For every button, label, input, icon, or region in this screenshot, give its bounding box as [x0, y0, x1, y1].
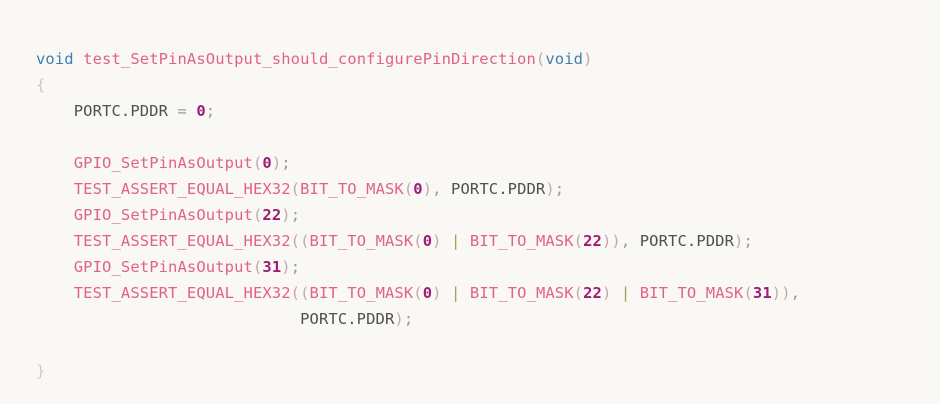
code-token: ( [252, 258, 263, 276]
code-token: (( [290, 232, 310, 250]
code-token [74, 50, 83, 68]
code-token: GPIO_SetPinAsOutput [73, 258, 253, 276]
code-line: GPIO_SetPinAsOutput(22); [36, 202, 940, 228]
code-token: 0 [413, 180, 423, 198]
code-line: TEST_ASSERT_EQUAL_HEX32((BIT_TO_MASK(0) … [36, 228, 940, 254]
code-token: ( [573, 232, 584, 250]
code-token [36, 180, 74, 198]
code-token [187, 102, 196, 120]
code-line: void test_SetPinAsOutput_should_configur… [36, 46, 940, 72]
code-token: ; [554, 180, 565, 198]
code-token: ) [734, 232, 744, 250]
code-token: ) [432, 284, 442, 302]
code-token: 31 [262, 258, 282, 276]
code-token: ( [403, 180, 414, 198]
code-token: TEST_ASSERT_EQUAL_HEX32 [73, 232, 291, 250]
code-token: , [432, 180, 442, 198]
code-token: ( [252, 154, 263, 172]
code-token: , [620, 232, 631, 250]
code-token [36, 258, 74, 276]
code-token: 0 [262, 154, 272, 172]
code-token: ( [413, 284, 423, 302]
code-token: ) [601, 284, 612, 302]
code-token: ; [290, 206, 301, 224]
code-token [460, 284, 469, 302]
code-token [460, 232, 469, 250]
code-token: test_SetPinAsOutput_should_configurePinD… [83, 50, 536, 68]
code-token: ) [545, 180, 555, 198]
code-token: ) [271, 154, 282, 172]
code-token: BIT_TO_MASK [469, 284, 574, 302]
code-token: ( [413, 232, 423, 250]
code-line: PORTC.PDDR = 0; [36, 98, 940, 124]
code-token: PORTC.PDDR [630, 232, 735, 250]
code-token: 22 [583, 232, 602, 250]
code-token: TEST_ASSERT_EQUAL_HEX32 [73, 180, 291, 198]
code-token: ) [281, 258, 291, 276]
code-token [36, 284, 74, 302]
code-token: BIT_TO_MASK [469, 232, 574, 250]
code-token [36, 154, 74, 172]
code-token: PORTC.PDDR [441, 180, 546, 198]
code-token: BIT_TO_MASK [309, 232, 414, 250]
code-token: { [36, 76, 46, 94]
code-token [36, 232, 74, 250]
code-token: = [177, 102, 187, 120]
code-token: ) [281, 206, 291, 224]
code-line: { [36, 72, 940, 98]
code-token: TEST_ASSERT_EQUAL_HEX32 [73, 284, 291, 302]
code-token: ( [743, 284, 753, 302]
code-token: | [451, 284, 461, 302]
code-token: PORTC.PDDR [36, 102, 178, 120]
code-token: | [451, 232, 461, 250]
code-token [442, 284, 451, 302]
code-token [442, 232, 451, 250]
code-token: ( [290, 180, 301, 198]
code-token: PORTC.PDDR [36, 310, 395, 328]
code-token: ; [743, 232, 753, 250]
code-line: TEST_ASSERT_EQUAL_HEX32((BIT_TO_MASK(0) … [36, 280, 940, 306]
code-line: GPIO_SetPinAsOutput(31); [36, 254, 940, 280]
code-token: ; [281, 154, 291, 172]
code-token: 31 [752, 284, 772, 302]
code-token [36, 206, 74, 224]
code-token [611, 284, 620, 302]
code-token: ( [252, 206, 263, 224]
code-token: 22 [262, 206, 282, 224]
code-line [36, 124, 940, 150]
code-token: ) [394, 310, 404, 328]
code-token: ( [535, 50, 546, 68]
code-token: (( [290, 284, 310, 302]
code-token: )) [601, 232, 621, 250]
code-token: ) [432, 232, 442, 250]
code-token: , [790, 284, 801, 302]
code-token: ; [290, 258, 301, 276]
code-token: )) [771, 284, 791, 302]
code-token: ; [205, 102, 216, 120]
code-token: ) [422, 180, 433, 198]
code-token: BIT_TO_MASK [309, 284, 414, 302]
code-token: GPIO_SetPinAsOutput [73, 206, 253, 224]
code-line: } [36, 358, 940, 384]
code-line: GPIO_SetPinAsOutput(0); [36, 150, 940, 176]
code-token [630, 284, 639, 302]
code-line: TEST_ASSERT_EQUAL_HEX32(BIT_TO_MASK(0), … [36, 176, 940, 202]
code-token: void [36, 50, 74, 68]
code-token: BIT_TO_MASK [300, 180, 404, 198]
code-token: 0 [422, 232, 433, 250]
code-token: 0 [196, 102, 206, 120]
code-token: 22 [583, 284, 602, 302]
code-token: GPIO_SetPinAsOutput [73, 154, 253, 172]
code-token: ( [573, 284, 584, 302]
code-token: BIT_TO_MASK [639, 284, 744, 302]
code-line [36, 332, 940, 358]
code-token: 0 [422, 284, 433, 302]
code-token: ) [583, 50, 593, 68]
code-token: ; [403, 310, 414, 328]
code-token: } [36, 362, 46, 380]
code-token: void [545, 50, 584, 68]
code-token: | [620, 284, 631, 302]
code-line: PORTC.PDDR); [36, 306, 940, 332]
